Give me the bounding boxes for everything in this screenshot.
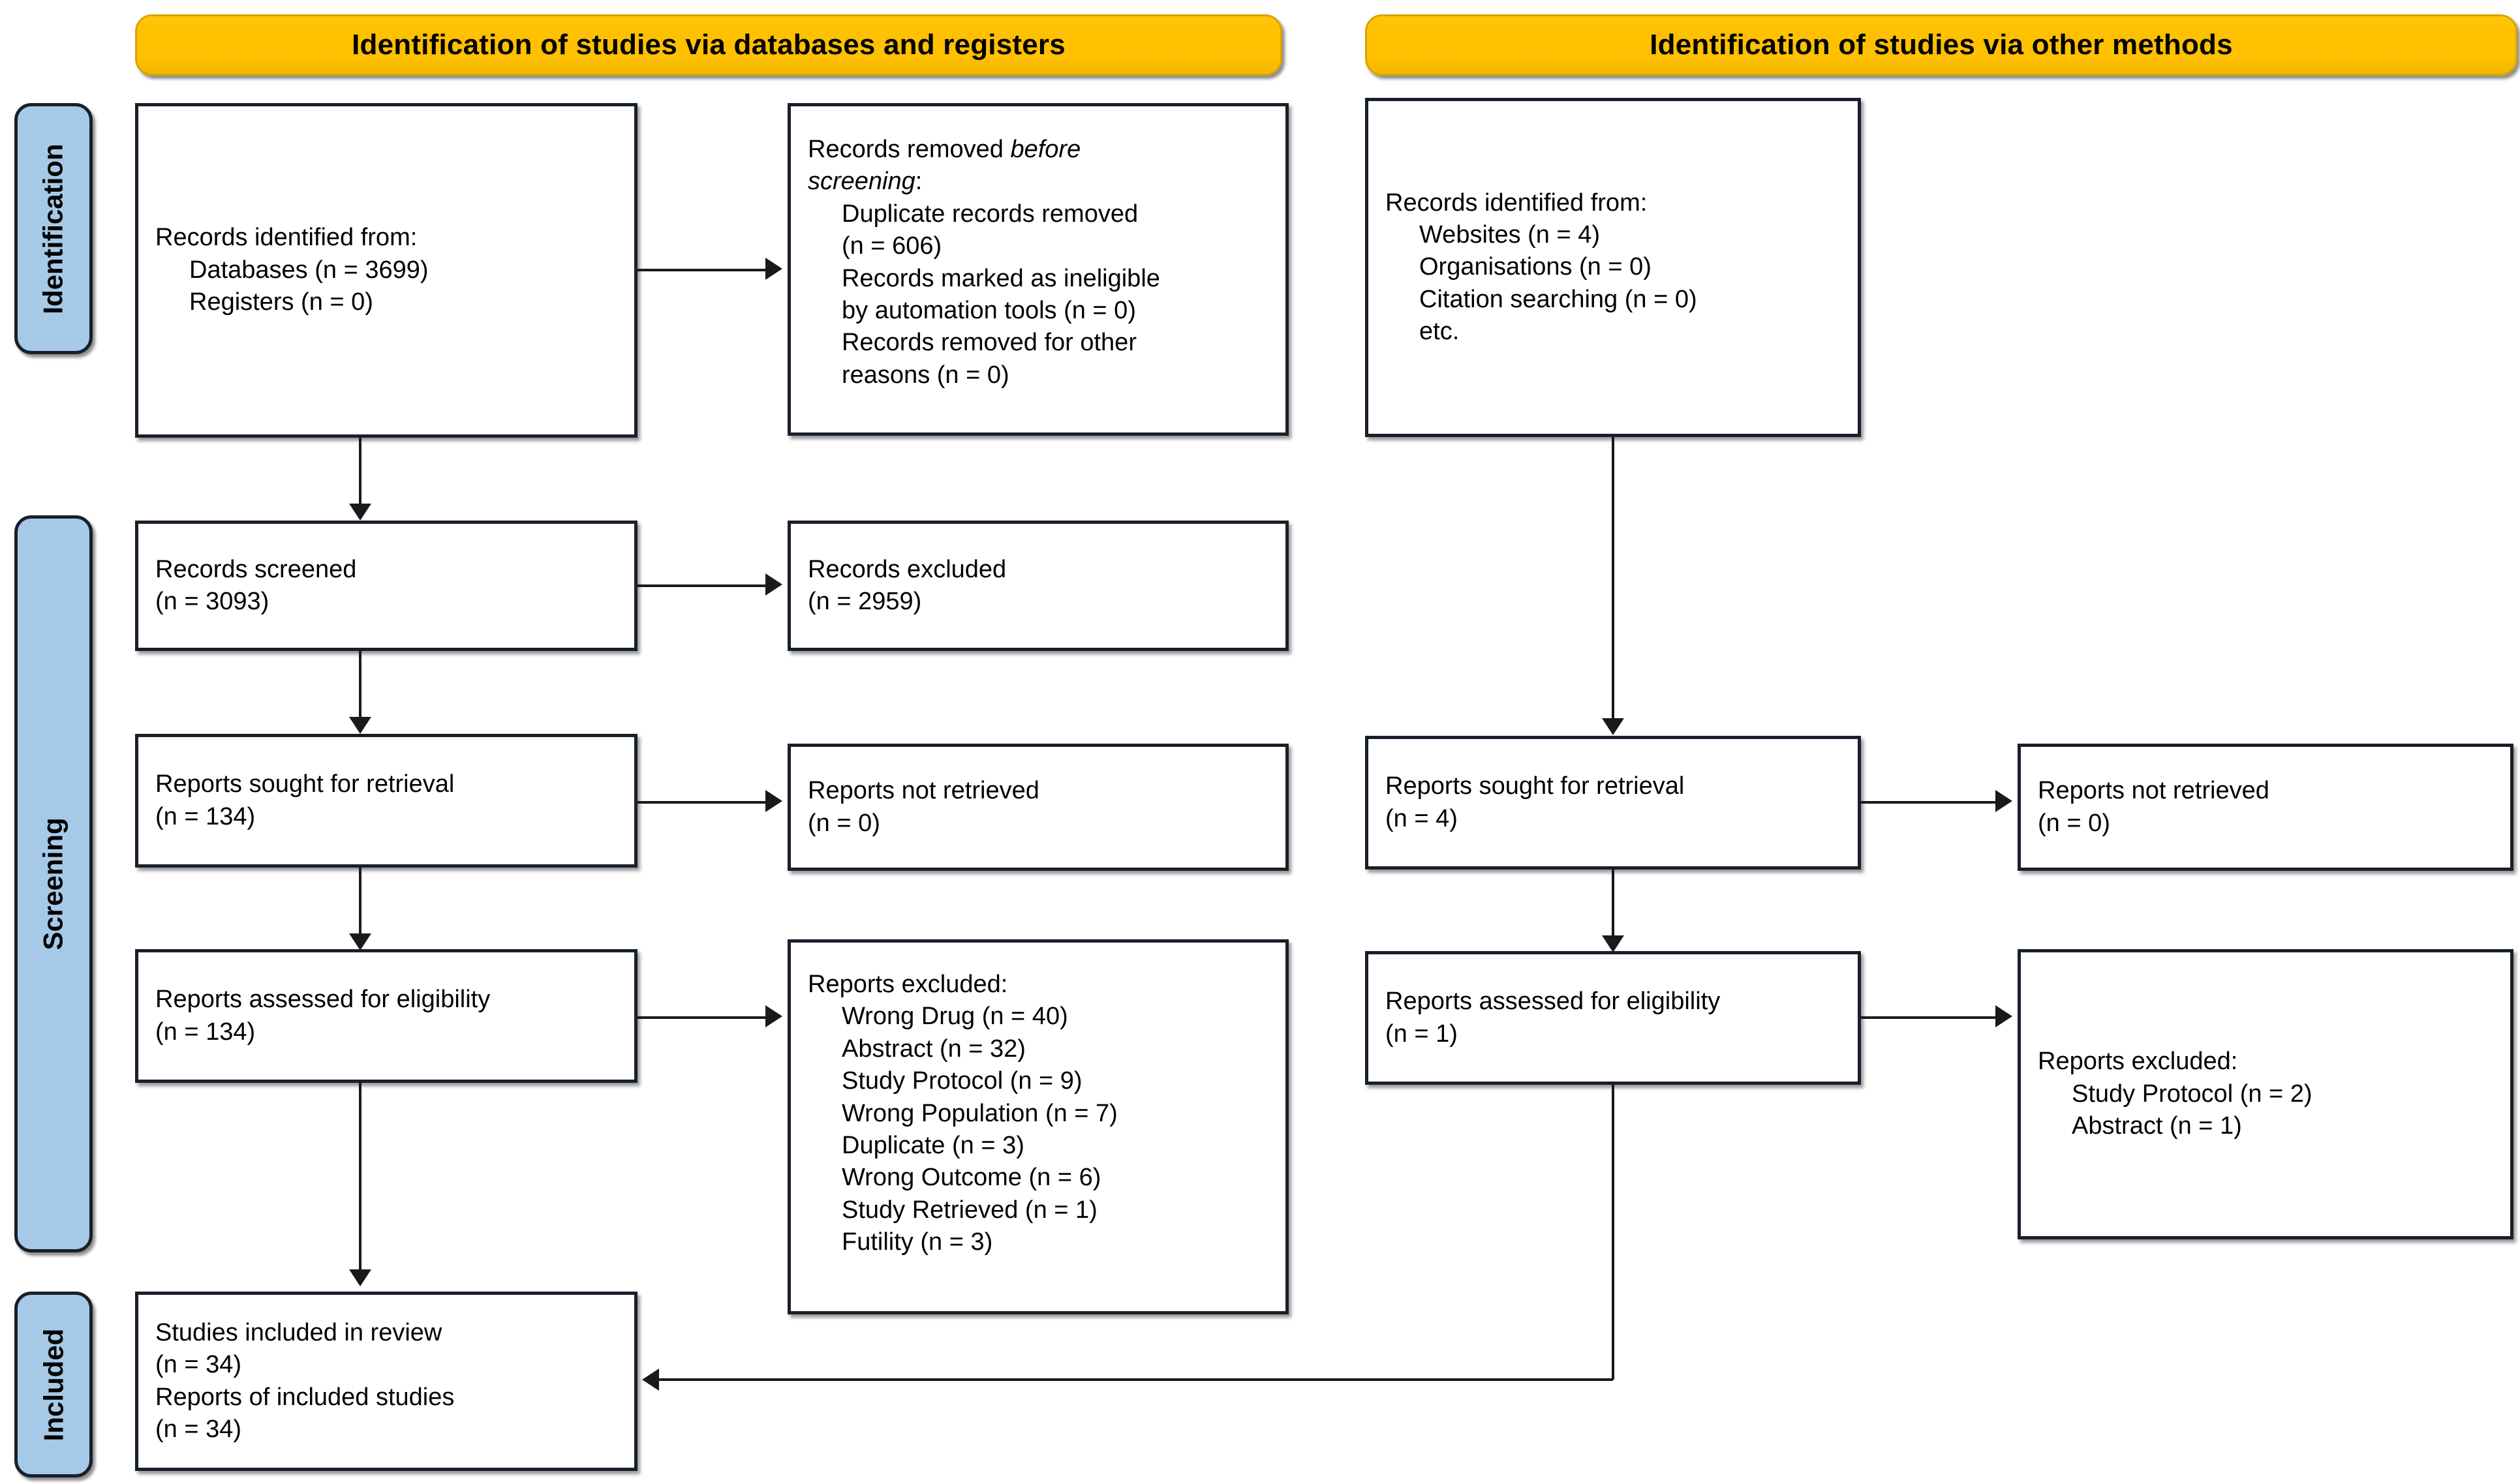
box-records-identified-other: Records identified from: Websites (n = 4… xyxy=(1365,98,1861,437)
phase-label-included: Included xyxy=(14,1292,93,1477)
reports-excluded-reason: Wrong Outcome (n = 6) xyxy=(842,1164,1101,1192)
reports-excluded-reason: Study Protocol (n = 9) xyxy=(842,1067,1083,1095)
records-identified-websites: Websites (n = 4) xyxy=(1419,220,1601,249)
studies-included-label: Studies included in review xyxy=(155,1318,442,1346)
connector-assessed-to-included xyxy=(359,1083,361,1275)
connector-other-sought-to-not-retrieved xyxy=(1861,801,1995,804)
records-screened-label: Records screened xyxy=(155,555,357,583)
records-removed-duplicates: Duplicate records removed xyxy=(842,200,1139,228)
phase-label-identification: Identification xyxy=(14,103,93,354)
connector-other-assessed-to-included-vertical xyxy=(1612,1085,1614,1380)
reports-assessed-count: (n = 134) xyxy=(155,1018,256,1046)
reports-excluded-other-heading: Reports excluded: xyxy=(2038,1048,2238,1076)
phase-label-included-text: Included xyxy=(38,1328,69,1441)
reports-sought-label: Reports sought for retrieval xyxy=(155,770,455,798)
records-identified-organisations: Organisations (n = 0) xyxy=(1419,253,1652,281)
records-identified-other-heading: Records identified from: xyxy=(1385,189,1648,217)
arrow-other-identified-to-sought xyxy=(1602,718,1624,735)
reports-assessed-other-label: Reports assessed for eligibility xyxy=(1385,988,1721,1016)
reports-excluded-other-reason: Abstract (n = 1) xyxy=(2072,1112,2242,1140)
arrow-screened-to-excluded xyxy=(765,573,782,596)
reports-excluded-other-reason: Study Protocol (n = 2) xyxy=(2072,1080,2313,1108)
reports-sought-other-label: Reports sought for retrieval xyxy=(1385,772,1685,800)
studies-included-count: (n = 34) xyxy=(155,1351,242,1379)
phase-label-identification-text: Identification xyxy=(38,143,69,314)
reports-sought-count: (n = 134) xyxy=(155,802,256,830)
box-reports-assessed-other: Reports assessed for eligibility (n = 1) xyxy=(1365,951,1861,1085)
records-excluded-count: (n = 2959) xyxy=(808,588,922,615)
box-reports-excluded-databases: Reports excluded: Wrong Drug (n = 40) Ab… xyxy=(788,939,1289,1314)
records-removed-other-line2: reasons (n = 0) xyxy=(842,361,1009,389)
reports-not-retrieved-label: Reports not retrieved xyxy=(808,777,1039,805)
records-removed-heading-line2: screening: xyxy=(808,168,923,196)
reports-of-included-studies-count: (n = 34) xyxy=(155,1415,242,1443)
reports-excluded-reason: Duplicate (n = 3) xyxy=(842,1131,1024,1159)
reports-excluded-reason: Abstract (n = 32) xyxy=(842,1035,1026,1063)
arrow-sought-to-not-retrieved xyxy=(765,790,782,812)
records-identified-heading: Records identified from: xyxy=(155,224,418,252)
box-reports-not-retrieved-databases: Reports not retrieved (n = 0) xyxy=(788,744,1289,871)
box-records-removed-before-screening: Records removed before screening: Duplic… xyxy=(788,103,1289,436)
records-removed-duplicates-count: (n = 606) xyxy=(842,232,942,260)
connector-other-sought-to-assessed xyxy=(1612,870,1614,941)
records-identified-registers: Registers (n = 0) xyxy=(189,288,373,316)
arrow-assessed-to-included xyxy=(349,1269,371,1286)
reports-not-retrieved-count: (n = 0) xyxy=(808,809,880,837)
banner-other-methods: Identification of studies via other meth… xyxy=(1365,14,2517,76)
reports-not-retrieved-other-count: (n = 0) xyxy=(2038,809,2110,837)
connector-screened-to-sought xyxy=(359,651,361,723)
connector-sought-to-assessed xyxy=(359,868,361,939)
connector-other-assessed-to-reports-excluded xyxy=(1861,1016,1995,1019)
reports-sought-other-count: (n = 4) xyxy=(1385,804,1458,832)
box-records-excluded: Records excluded (n = 2959) xyxy=(788,521,1289,651)
arrow-assessed-to-reports-excluded xyxy=(765,1005,782,1027)
arrow-other-assessed-to-reports-excluded xyxy=(1995,1005,2012,1027)
records-identified-databases: Databases (n = 3699) xyxy=(189,256,429,284)
connector-other-identified-to-sought xyxy=(1612,437,1614,724)
reports-excluded-reason: Wrong Drug (n = 40) xyxy=(842,1003,1068,1031)
records-removed-automation-line2: by automation tools (n = 0) xyxy=(842,296,1136,324)
reports-excluded-heading: Reports excluded: xyxy=(808,971,1008,998)
box-reports-not-retrieved-other: Reports not retrieved (n = 0) xyxy=(2018,744,2513,871)
arrow-identified-to-screened xyxy=(349,504,371,521)
arrow-other-sought-to-not-retrieved xyxy=(1995,790,2012,812)
connector-identified-to-screened xyxy=(359,438,361,509)
box-records-screened: Records screened (n = 3093) xyxy=(135,521,638,651)
reports-of-included-studies-label: Reports of included studies xyxy=(155,1383,455,1411)
reports-excluded-reason: Futility (n = 3) xyxy=(842,1228,993,1256)
records-identified-citation-searching: Citation searching (n = 0) xyxy=(1419,285,1697,313)
connector-identified-to-removed xyxy=(638,269,765,271)
box-reports-assessed-databases: Reports assessed for eligibility (n = 13… xyxy=(135,949,638,1083)
box-records-identified-databases: Records identified from: Databases (n = … xyxy=(135,103,638,438)
arrow-other-sought-to-assessed xyxy=(1602,935,1624,952)
reports-excluded-reason: Wrong Population (n = 7) xyxy=(842,1099,1118,1127)
banner-databases-registers-label: Identification of studies via databases … xyxy=(352,29,1066,61)
arrow-identified-to-removed xyxy=(765,258,782,280)
connector-assessed-to-reports-excluded xyxy=(638,1016,765,1019)
arrow-sought-to-assessed xyxy=(349,933,371,950)
box-reports-sought-other: Reports sought for retrieval (n = 4) xyxy=(1365,736,1861,870)
box-reports-sought-databases: Reports sought for retrieval (n = 134) xyxy=(135,734,638,868)
phase-label-screening: Screening xyxy=(14,515,93,1252)
arrow-other-assessed-to-included xyxy=(642,1369,659,1391)
arrow-screened-to-sought xyxy=(349,717,371,734)
records-removed-other-line1: Records removed for other xyxy=(842,329,1137,357)
reports-assessed-label: Reports assessed for eligibility xyxy=(155,986,491,1014)
records-screened-count: (n = 3093) xyxy=(155,588,269,615)
records-identified-etc: etc. xyxy=(1419,318,1460,346)
connector-screened-to-excluded xyxy=(638,584,765,587)
records-removed-automation-line1: Records marked as ineligible xyxy=(842,264,1160,292)
reports-assessed-other-count: (n = 1) xyxy=(1385,1020,1458,1048)
box-reports-excluded-other: Reports excluded: Study Protocol (n = 2)… xyxy=(2018,949,2513,1239)
records-removed-heading-line1: Records removed before xyxy=(808,136,1081,163)
banner-other-methods-label: Identification of studies via other meth… xyxy=(1650,29,2233,61)
connector-other-assessed-to-included-horizontal xyxy=(659,1378,1613,1381)
connector-sought-to-not-retrieved xyxy=(638,801,765,804)
records-excluded-label: Records excluded xyxy=(808,555,1007,583)
box-studies-included: Studies included in review (n = 34) Repo… xyxy=(135,1292,638,1471)
banner-databases-registers: Identification of studies via databases … xyxy=(135,14,1282,76)
reports-excluded-reason: Study Retrieved (n = 1) xyxy=(842,1196,1098,1224)
reports-not-retrieved-other-label: Reports not retrieved xyxy=(2038,777,2269,805)
phase-label-screening-text: Screening xyxy=(38,817,69,950)
